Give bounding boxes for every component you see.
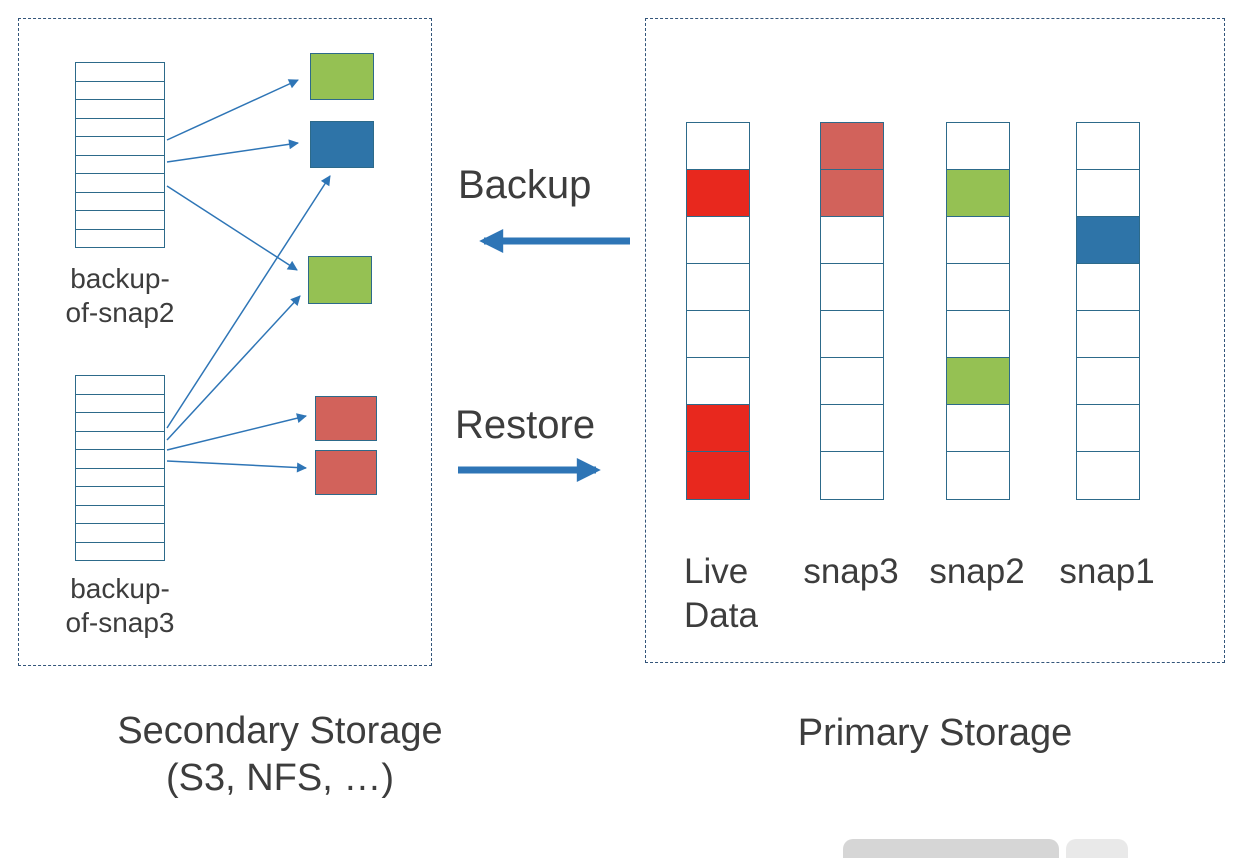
grid-cell-salmon: [821, 123, 883, 170]
grid-cell-white: [1077, 405, 1139, 452]
backup-stack-snap3-label-line2: of-snap3: [65, 607, 175, 638]
column-label-live-data: Live Data: [684, 552, 758, 635]
column-snap3: [820, 122, 884, 500]
backup-stack-snap2-label-line2: of-snap2: [65, 297, 175, 328]
backup-stack-snap2-label-line1: backup-: [70, 263, 170, 294]
secondary-storage-title: Secondary Storage (S3, NFS, …): [30, 708, 530, 802]
grid-cell-white: [821, 264, 883, 311]
primary-storage-title: Primary Storage: [797, 712, 1073, 754]
column-snap2: [946, 122, 1010, 500]
stack-cell: [76, 450, 164, 469]
grid-cell-white: [821, 405, 883, 452]
column-label-snap3: snap3: [803, 552, 899, 591]
grid-cell-blue: [1077, 217, 1139, 264]
grid-cell-white: [821, 311, 883, 358]
backup-stack-snap2: [75, 62, 165, 248]
grid-cell-white: [1077, 452, 1139, 499]
primary-storage-box: [645, 18, 1225, 663]
column-snap1: [1076, 122, 1140, 500]
backup-stack-snap3-label: backup- of-snap3: [38, 572, 202, 640]
backup-label: Backup: [458, 163, 592, 207]
stack-cell: [76, 432, 164, 450]
grid-cell-white: [687, 123, 749, 170]
grid-cell-white: [1077, 311, 1139, 358]
stack-cell: [76, 506, 164, 524]
grid-cell-white: [687, 217, 749, 264]
stack-cell: [76, 487, 164, 506]
stack-cell: [76, 211, 164, 230]
backup-stack-snap3-label-line1: backup-: [70, 573, 170, 604]
backup-stack-snap2-label: backup- of-snap2: [38, 262, 202, 330]
grid-cell-white: [821, 358, 883, 405]
stack-cell: [76, 413, 164, 432]
stack-cell: [76, 100, 164, 119]
restore-label: Restore: [455, 403, 596, 447]
grid-cell-white: [687, 358, 749, 405]
stack-cell: [76, 82, 164, 100]
gray-shape-artifact: [843, 839, 1059, 858]
stack-cell: [76, 174, 164, 193]
backup-stack-snap3: [75, 375, 165, 561]
grid-cell-white: [947, 405, 1009, 452]
secondary-storage-title-line1: Secondary Storage: [117, 710, 443, 752]
grid-cell-red: [687, 452, 749, 499]
chunk-block-green-1: [310, 53, 374, 100]
stack-cell: [76, 543, 164, 561]
chunk-block-salmon-2: [315, 450, 377, 495]
stack-cell: [76, 137, 164, 156]
column-live-data: [686, 122, 750, 500]
chunk-block-salmon-1: [315, 396, 377, 441]
grid-cell-white: [821, 452, 883, 499]
grid-cell-white: [1077, 123, 1139, 170]
grid-cell-white: [1077, 264, 1139, 311]
stack-cell: [76, 156, 164, 174]
stack-cell: [76, 193, 164, 211]
stack-cell: [76, 376, 164, 395]
grid-cell-white: [947, 217, 1009, 264]
grid-cell-white: [1077, 358, 1139, 405]
grid-cell-white: [1077, 170, 1139, 217]
grid-cell-green: [947, 170, 1009, 217]
column-label-snap1: snap1: [1059, 552, 1155, 591]
grid-cell-salmon: [821, 170, 883, 217]
grid-cell-red: [687, 170, 749, 217]
stack-cell: [76, 119, 164, 137]
stack-cell: [76, 524, 164, 543]
grid-cell-red: [687, 405, 749, 452]
grid-cell-white: [947, 264, 1009, 311]
grid-cell-white: [947, 311, 1009, 358]
chunk-block-green-2: [308, 256, 372, 304]
grid-cell-white: [687, 311, 749, 358]
grid-cell-white: [947, 123, 1009, 170]
column-label-snap2: snap2: [929, 552, 1025, 591]
stack-cell: [76, 395, 164, 413]
stack-cell: [76, 469, 164, 487]
stack-cell: [76, 230, 164, 248]
stack-cell: [76, 63, 164, 82]
gray-shape-artifact-light: [1066, 839, 1128, 858]
grid-cell-white: [687, 264, 749, 311]
chunk-block-blue: [310, 121, 374, 168]
secondary-storage-title-line2: (S3, NFS, …): [165, 757, 395, 799]
secondary-storage-box: [18, 18, 432, 666]
grid-cell-white: [821, 217, 883, 264]
grid-cell-green: [947, 358, 1009, 405]
grid-cell-white: [947, 452, 1009, 499]
